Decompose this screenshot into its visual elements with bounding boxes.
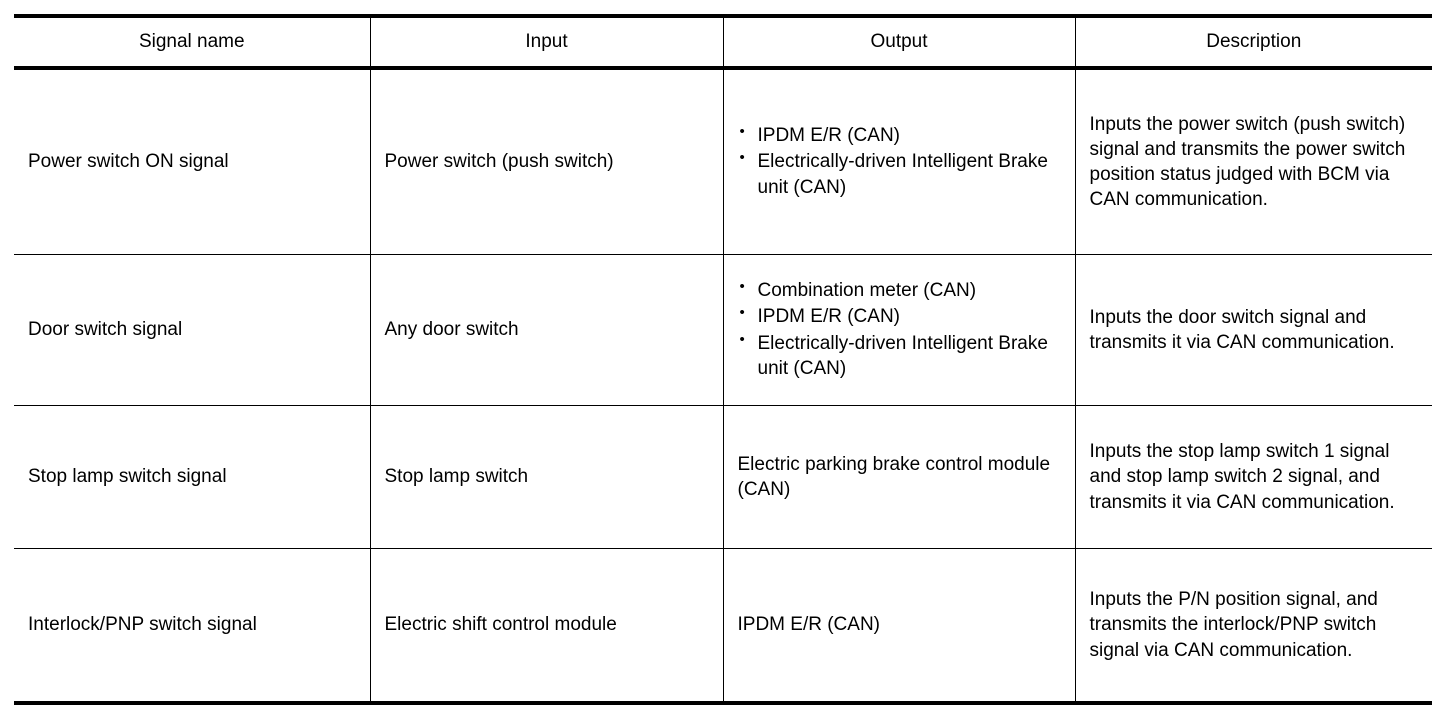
cell-description: Inputs the stop lamp switch 1 signal and… <box>1074 405 1432 549</box>
description-text: Inputs the power switch (push switch) si… <box>1089 113 1406 211</box>
cell-input: Stop lamp switch <box>369 405 723 549</box>
signal-name-text: Stop lamp switch signal <box>28 466 227 488</box>
output-bullet-item: IPDM E/R (CAN) <box>738 122 1061 148</box>
signal-name-text: Power switch ON signal <box>28 151 229 173</box>
input-text: Electric shift control module <box>384 614 617 636</box>
cell-description: Inputs the door switch signal and transm… <box>1074 254 1432 406</box>
cell-output: Combination meter (CAN) IPDM E/R (CAN) E… <box>722 254 1075 406</box>
cell-signal-name: Interlock/PNP switch signal <box>14 548 370 705</box>
description-text: Inputs the door switch signal and transm… <box>1089 306 1395 353</box>
cell-output: IPDM E/R (CAN) <box>722 548 1075 705</box>
output-bullet-item: Combination meter (CAN) <box>738 277 1061 303</box>
description-text: Inputs the P/N position signal, and tran… <box>1089 589 1378 661</box>
signal-table: Signal name Input Output Description Pow… <box>14 14 1432 705</box>
cell-signal-name: Door switch signal <box>14 254 370 406</box>
table-row: Door switch signal Any door switch Combi… <box>14 254 1432 406</box>
signal-name-text: Interlock/PNP switch signal <box>28 614 257 636</box>
cell-input: Any door switch <box>369 254 723 406</box>
signal-table-container: Signal name Input Output Description Pow… <box>14 14 1432 705</box>
cell-signal-name: Stop lamp switch signal <box>14 405 370 549</box>
column-header-input: Input <box>369 14 723 70</box>
table-header: Signal name Input Output Description <box>14 14 1432 70</box>
output-bullet-item: Electrically-driven Intelligent Brake un… <box>738 148 1061 199</box>
signal-name-text: Door switch signal <box>28 319 183 341</box>
table-body: Power switch ON signal Power switch (pus… <box>14 68 1432 705</box>
cell-output: Electric parking brake control module (C… <box>722 405 1075 549</box>
column-header-output: Output <box>722 14 1075 70</box>
output-bullet-item: Electrically-driven Intelligent Brake un… <box>738 329 1061 381</box>
input-text: Any door switch <box>384 319 519 341</box>
output-bullet-list: Combination meter (CAN) IPDM E/R (CAN) E… <box>738 277 1061 381</box>
cell-signal-name: Power switch ON signal <box>14 68 370 255</box>
column-header-signal-name: Signal name <box>14 14 370 70</box>
cell-description: Inputs the power switch (push switch) si… <box>1074 68 1432 255</box>
table-row: Interlock/PNP switch signal Electric shi… <box>14 548 1432 705</box>
cell-output: IPDM E/R (CAN) Electrically-driven Intel… <box>722 68 1075 255</box>
table-row: Stop lamp switch signal Stop lamp switch… <box>14 405 1432 549</box>
column-header-description: Description <box>1074 14 1432 70</box>
input-text: Stop lamp switch <box>384 466 529 488</box>
output-text: Electric parking brake control module (C… <box>737 453 1051 500</box>
header-row: Signal name Input Output Description <box>14 14 1432 70</box>
description-text: Inputs the stop lamp switch 1 signal and… <box>1089 441 1395 513</box>
input-text: Power switch (push switch) <box>384 151 614 173</box>
output-bullet-item: IPDM E/R (CAN) <box>738 303 1061 329</box>
output-text: IPDM E/R (CAN) <box>737 614 881 636</box>
table-row: Power switch ON signal Power switch (pus… <box>14 68 1432 255</box>
cell-input: Power switch (push switch) <box>369 68 723 255</box>
cell-description: Inputs the P/N position signal, and tran… <box>1074 548 1432 705</box>
output-bullet-list: IPDM E/R (CAN) Electrically-driven Intel… <box>738 122 1061 199</box>
cell-input: Electric shift control module <box>369 548 723 705</box>
